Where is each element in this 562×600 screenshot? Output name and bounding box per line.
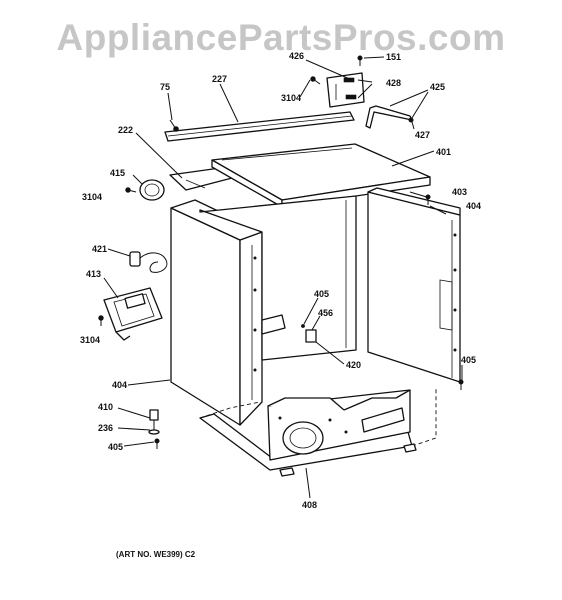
callout-3104-left: 3104 <box>82 192 102 202</box>
rod-part-425 <box>365 105 414 129</box>
callout-404-right: 404 <box>466 201 481 211</box>
screw-75-icon <box>169 119 179 132</box>
screw-3104-bottom-icon <box>98 315 104 326</box>
callout-236: 236 <box>98 423 113 433</box>
callout-405-right: 405 <box>461 355 476 365</box>
callout-426: 426 <box>289 51 304 61</box>
callout-456: 456 <box>318 308 333 318</box>
screw-3104-top-icon <box>310 76 321 85</box>
callout-408: 408 <box>302 500 317 510</box>
hinge-assembly-part-426 <box>326 72 365 108</box>
callout-425: 425 <box>430 82 445 92</box>
screw-405-left-icon <box>154 438 160 449</box>
callout-labels: 426 151 428 3104 425 427 401 75 227 222 … <box>80 51 481 510</box>
rear-panel-part-420 <box>199 195 357 361</box>
callout-3104-top: 3104 <box>281 93 301 103</box>
callout-151: 151 <box>386 52 401 62</box>
left-side-panel-part-404 <box>170 199 263 426</box>
callout-222: 222 <box>118 125 133 135</box>
callout-401: 401 <box>436 147 451 157</box>
power-cord-part-421 <box>129 251 168 273</box>
screw-3104-left-icon <box>125 187 137 193</box>
callout-405-left: 405 <box>108 442 123 452</box>
callout-427: 427 <box>415 130 430 140</box>
leader-lines <box>103 56 463 499</box>
callout-405-center: 405 <box>314 289 329 299</box>
callout-428: 428 <box>386 78 401 88</box>
callout-415: 415 <box>110 168 125 178</box>
duct-cover-part-415 <box>139 179 165 201</box>
callout-410: 410 <box>98 402 113 412</box>
callout-413: 413 <box>86 269 101 279</box>
callout-420: 420 <box>346 360 361 370</box>
callout-421: 421 <box>92 244 107 254</box>
leveling-leg-part-410 <box>148 409 160 435</box>
callout-404-left: 404 <box>112 380 127 390</box>
right-side-panel-part-404 <box>367 187 461 383</box>
callout-403: 403 <box>452 187 467 197</box>
base-part-408 <box>199 388 437 477</box>
art-number-label: (ART NO. WE399) C2 <box>116 550 196 559</box>
screw-405-right-icon <box>458 379 464 390</box>
callout-227: 227 <box>212 74 227 84</box>
access-cover-part-413 <box>103 287 163 341</box>
callout-3104-bottom: 3104 <box>80 335 100 345</box>
top-rail-part-227 <box>164 111 355 142</box>
callout-75: 75 <box>160 82 170 92</box>
watermark-text: AppliancePartsPros.com <box>57 17 506 58</box>
screw-151-icon <box>357 55 363 66</box>
